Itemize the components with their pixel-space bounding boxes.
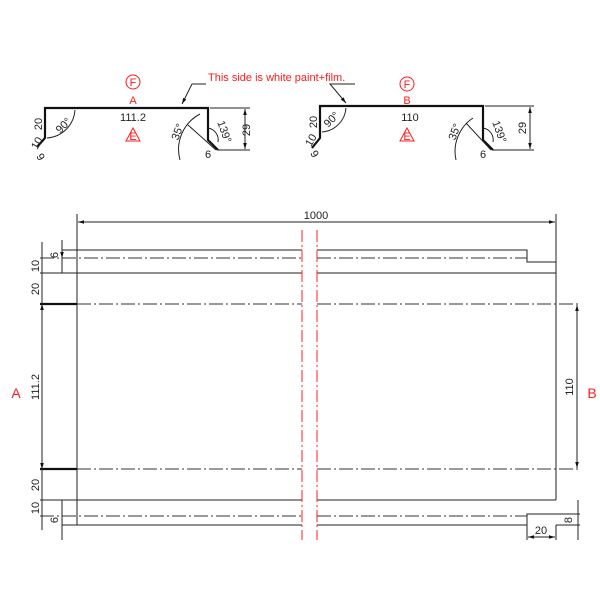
flange-label-a: 20: [33, 118, 45, 130]
tip-line-a: [187, 124, 217, 151]
profile-b-label: B: [403, 95, 410, 107]
height-label-b: 29: [517, 122, 529, 134]
e-mark-triangle-b: [399, 126, 415, 142]
angle-main-b: 90°: [322, 110, 342, 130]
note-leader-a: [181, 83, 206, 105]
angle-arc-a: [46, 109, 76, 139]
dim-label: 110: [564, 378, 576, 396]
angle-arc-inner-b: [482, 127, 494, 143]
dim-label: 8: [563, 517, 575, 523]
profile-b-shape: [311, 104, 494, 151]
angle-arc-inner-a: [207, 127, 219, 143]
hem-label-a: 10: [29, 135, 46, 152]
angle-inner-a: 139°: [214, 119, 233, 144]
hem-label-b: 10: [303, 132, 320, 149]
angle-tip-b: 35°: [447, 122, 464, 142]
f-mark-circle-a: [125, 74, 141, 90]
note-text: This side is white paint+film.: [208, 72, 345, 84]
dim-label: 10: [30, 502, 42, 514]
e-mark-b: E: [403, 131, 410, 143]
e-mark-a: E: [129, 131, 136, 143]
flange-label-b: 20: [308, 116, 320, 128]
f-mark-circle-b: [399, 76, 415, 92]
angle-tip-a: 35°: [170, 122, 187, 142]
dim-label: 20: [30, 283, 42, 295]
tip-len-b: 6: [480, 149, 486, 161]
dim-label: 6: [49, 252, 61, 258]
dim-label: 111.2: [30, 374, 42, 400]
profile-a-length: 111.2: [120, 112, 146, 124]
width-label: 1000: [304, 210, 328, 222]
profile-a-shape: [36, 106, 219, 151]
height-label-a: 29: [241, 124, 253, 136]
profile-a: F A 111.2 E 29 20 10 6 90° 35° 139° 6: [29, 74, 253, 162]
dim-label: 20: [30, 479, 42, 491]
side-a-label: A: [11, 385, 21, 401]
f-mark-a: F: [130, 77, 137, 89]
angle-inner-b: 139°: [489, 119, 508, 144]
tip-line-b: [465, 122, 492, 151]
hem-end-label-b: 6: [309, 148, 322, 159]
side-b-label: B: [587, 385, 596, 401]
plan-view: 1000 6 10 20 111.2 20 10 6 A: [11, 210, 597, 540]
angle-arc-b: [321, 107, 347, 133]
dim-label: 20: [535, 525, 547, 537]
angle-main-a: 90°: [54, 116, 74, 136]
e-mark-triangle-a: [125, 126, 141, 142]
hem-end-label-a: 6: [35, 151, 48, 162]
profile-a-label: A: [129, 95, 137, 107]
profile-b-length: 110: [401, 112, 419, 124]
f-mark-b: F: [404, 79, 411, 91]
profile-b: F B 110 E 29 20 10 6 90° 35° 139° 6: [303, 76, 534, 161]
dim-label: 10: [30, 260, 42, 272]
note-leader-b: [328, 83, 355, 104]
angle-arc-tip-b: [454, 117, 474, 161]
angle-arc-tip-a: [178, 113, 201, 161]
dim-label: 6: [49, 517, 61, 523]
tip-len-a: 6: [205, 149, 211, 161]
